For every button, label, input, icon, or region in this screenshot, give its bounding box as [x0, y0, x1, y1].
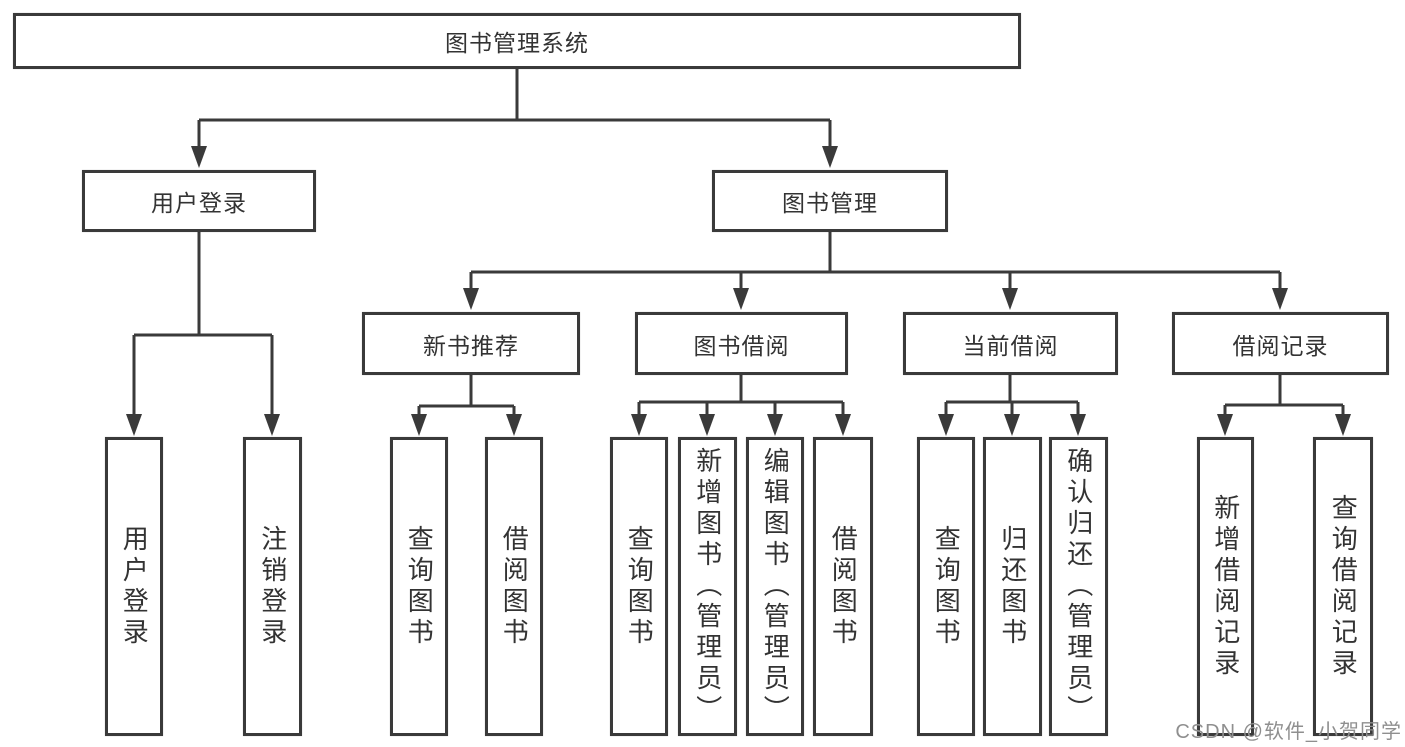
node-user-login-label: 用户登录	[151, 190, 247, 216]
node-new-book-recommend-label: 新书推荐	[423, 332, 519, 359]
leaf-query-books-recommend: 查询图书	[390, 437, 448, 736]
leaf-borrow-books-recommend: 借阅图书	[485, 437, 543, 736]
connector-root-to-level2	[191, 69, 838, 168]
leaf-add-borrow-record-label: 新增借阅记录	[1210, 493, 1241, 680]
node-book-management-label: 图书管理	[782, 190, 878, 216]
connector-borrow-records-to-children	[1217, 375, 1351, 436]
node-book-management: 图书管理	[712, 170, 948, 232]
node-borrow-records: 借阅记录	[1172, 312, 1389, 375]
connector-new-book-recommend-to-children	[411, 375, 522, 436]
leaf-borrow-books-recommend-label: 借阅图书	[499, 524, 530, 649]
leaf-query-books-recommend-label: 查询图书	[404, 524, 435, 649]
node-user-login: 用户登录	[82, 170, 316, 232]
node-new-book-recommend: 新书推荐	[362, 312, 580, 375]
leaf-logout-label: 注销登录	[257, 524, 288, 649]
leaf-query-borrow-record: 查询借阅记录	[1313, 437, 1373, 736]
leaf-user-login-label: 用户登录	[119, 524, 150, 649]
node-borrow-records-label: 借阅记录	[1232, 332, 1329, 359]
leaf-confirm-return-admin-label: 确认归还（管理员）	[1063, 447, 1094, 726]
leaf-add-borrow-record: 新增借阅记录	[1197, 437, 1254, 736]
connector-current-borrowing-to-children	[938, 375, 1086, 436]
leaf-logout: 注销登录	[243, 437, 302, 736]
leaf-borrow-books-borrowing: 借阅图书	[813, 437, 873, 736]
leaf-add-book-admin: 新增图书（管理员）	[678, 437, 737, 736]
leaf-query-books-borrowing-label: 查询图书	[624, 524, 655, 649]
leaf-query-borrow-record-label: 查询借阅记录	[1328, 493, 1359, 680]
leaf-edit-book-admin: 编辑图书（管理员）	[746, 437, 804, 736]
node-current-borrowing-label: 当前借阅	[962, 332, 1059, 359]
node-current-borrowing: 当前借阅	[903, 312, 1118, 375]
leaf-user-login: 用户登录	[105, 437, 163, 736]
leaf-return-books-label: 归还图书	[997, 524, 1028, 649]
leaf-return-books: 归还图书	[983, 437, 1042, 736]
node-root-label: 图书管理系统	[445, 30, 589, 56]
leaf-query-books-current-label: 查询图书	[931, 524, 962, 649]
node-book-borrowing-label: 图书借阅	[693, 332, 790, 359]
leaf-edit-book-admin-label: 编辑图书（管理员）	[760, 447, 791, 726]
leaf-borrow-books-borrowing-label: 借阅图书	[828, 524, 859, 649]
leaf-query-books-current: 查询图书	[917, 437, 975, 736]
connector-book-management-to-children	[463, 232, 1288, 310]
leaf-confirm-return-admin: 确认归还（管理员）	[1049, 437, 1108, 736]
node-root: 图书管理系统	[13, 13, 1021, 69]
connector-book-borrowing-to-children	[631, 375, 851, 436]
leaf-add-book-admin-label: 新增图书（管理员）	[692, 447, 723, 726]
node-book-borrowing: 图书借阅	[635, 312, 848, 375]
csdn-watermark: CSDN @软件_小贺同学	[1175, 721, 1402, 743]
leaf-query-books-borrowing: 查询图书	[610, 437, 668, 736]
connector-user-login-to-children	[126, 232, 280, 436]
